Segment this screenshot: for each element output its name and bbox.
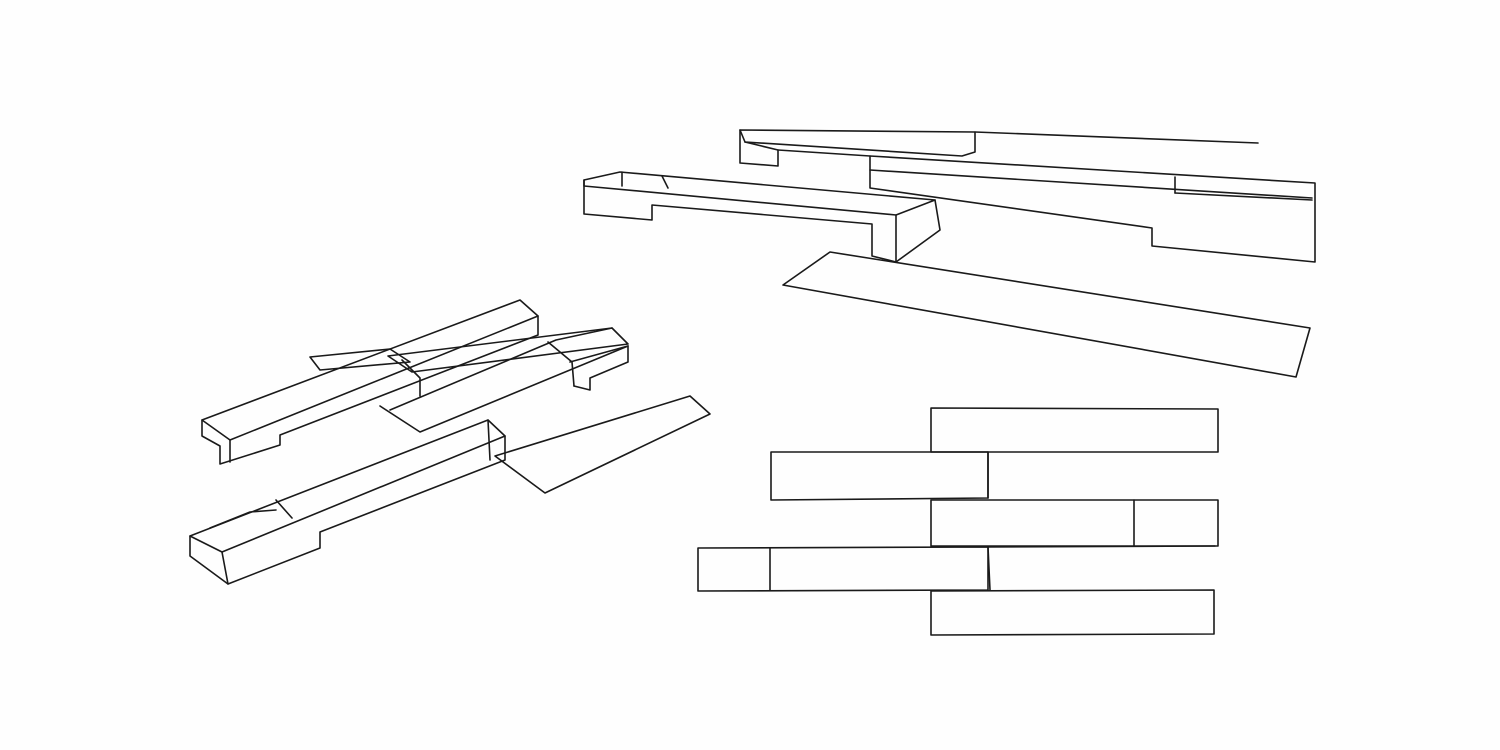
far-bench [739,129,1259,167]
upper-perspective-bench-group [583,129,1316,378]
upper-ground-slab [782,251,1311,378]
left-ground-slab-top [309,348,411,371]
plan-row-1 [930,407,1219,453]
left-middle-bench [379,327,629,433]
left-lower-bench [189,419,506,585]
plan-row-4 [697,546,989,592]
lower-perspective-bench-group [189,299,711,585]
middle-right-bench [869,155,1316,263]
front-left-bench [583,171,941,263]
left-ground-slab-bottom [494,395,711,494]
plan-view [697,407,1219,636]
plan-row-3 [930,499,1219,547]
plan-row-2 [770,451,989,501]
plan-row-5 [930,589,1215,636]
left-upper-bench [201,299,539,465]
